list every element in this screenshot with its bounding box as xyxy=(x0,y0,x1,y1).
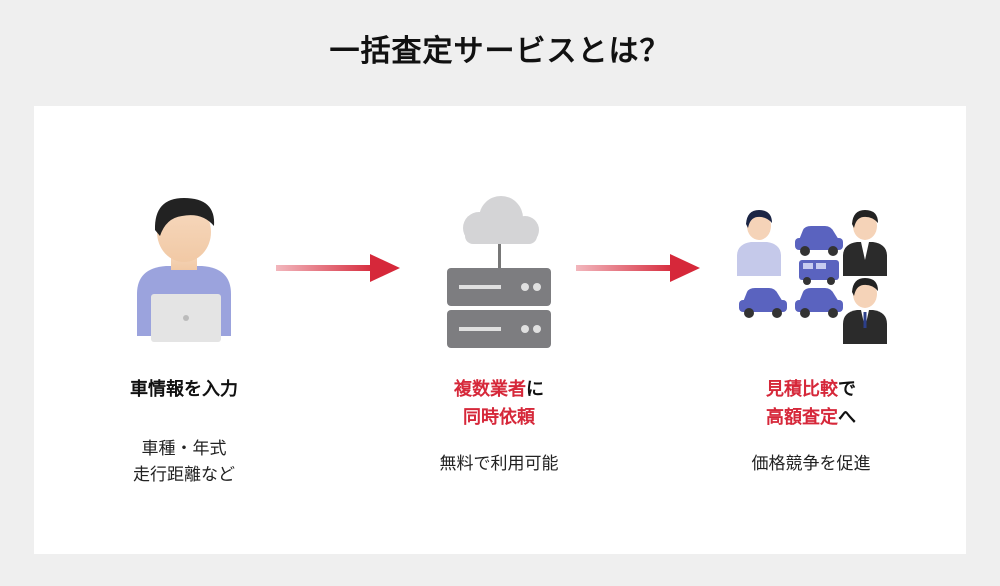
step-desc-line1: 車種・年式 xyxy=(141,439,227,459)
arrow-right-icon xyxy=(276,254,400,282)
dealer-person-icon xyxy=(737,210,781,276)
step-heading: 車情報を入力 xyxy=(130,379,238,400)
step-heading: 見積比較で 高額査定へ xyxy=(766,379,856,428)
arrow-right-icon xyxy=(576,254,700,282)
step-compare-quotes: 見積比較で 高額査定へ 価格競争を促進 xyxy=(681,106,941,554)
car-icon xyxy=(795,288,843,318)
flow-panel: 車情報を入力 車種・年式 走行距離など xyxy=(34,106,966,554)
step-desc-line1: 価格競争を促進 xyxy=(751,454,871,474)
dealer-person-icon xyxy=(843,278,887,344)
user-with-laptop-icon xyxy=(137,198,231,342)
step-heading: 複数業者に 同時依頼 xyxy=(454,379,544,428)
step-bulk-request: 複数業者に 同時依頼 無料で利用可能 xyxy=(369,106,629,554)
car-icon xyxy=(795,226,843,256)
cloud-server-icon xyxy=(447,196,551,348)
page-title: 一括査定サービスとは？ xyxy=(329,34,671,69)
step-desc-line1: 無料で利用可能 xyxy=(439,454,559,474)
step-input-info: 車情報を入力 車種・年式 走行距離など xyxy=(54,106,314,554)
van-icon xyxy=(799,260,839,285)
car-icon xyxy=(739,288,787,318)
step-desc-line2: 走行距離など xyxy=(133,465,235,485)
dealers-and-cars-icon xyxy=(737,210,887,344)
dealer-person-icon xyxy=(843,210,887,276)
